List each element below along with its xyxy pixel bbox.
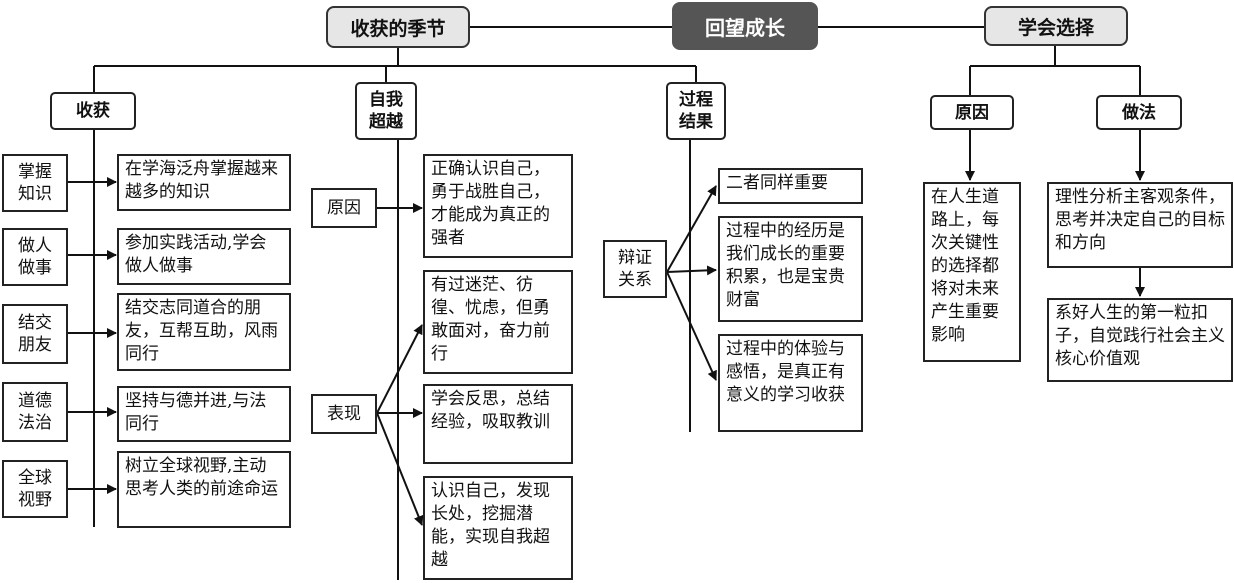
process-title: 过程结果 — [666, 82, 726, 140]
harvest-text-3: 结交志同道合的朋友，互帮互助，风雨同行 — [117, 293, 291, 371]
process-item-1: 二者同样重要 — [718, 168, 863, 204]
harvest-label-4: 道德法治 — [2, 382, 68, 442]
choice-method-2: 系好人生的第一粒扣子，自觉践行社会主义核心价值观 — [1047, 298, 1233, 382]
surpass-show-2: 学会反思，总结经验，吸取教训 — [423, 384, 573, 464]
surpass-reason-text: 正确认识自己，勇于战胜自己，才能成为真正的强者 — [423, 154, 573, 258]
harvest-label-1: 掌握知识 — [2, 154, 68, 212]
process-item-3: 过程中的体验与感悟，是真正有意义的学习收获 — [718, 334, 863, 432]
harvest-label-5: 全球视野 — [2, 460, 68, 518]
process-item-2: 过程中的经历是我们成长的重要积累，也是宝贵财富 — [718, 216, 863, 322]
surpass-show-label: 表现 — [311, 394, 377, 434]
choice-method-title: 做法 — [1096, 95, 1182, 130]
process-relation-label: 辩证关系 — [603, 240, 667, 298]
harvest-text-4: 坚持与德并进,与法同行 — [117, 386, 291, 442]
harvest-text-1: 在学海泛舟掌握越来越多的知识 — [117, 154, 291, 211]
surpass-title: 自我超越 — [355, 82, 417, 140]
header-root: 回望成长 — [672, 2, 818, 50]
harvest-title: 收获 — [50, 92, 136, 130]
harvest-text-5: 树立全球视野,主动思考人类的前途命运 — [117, 451, 291, 528]
choice-reason-text: 在人生道路上，每次关键性的选择都将对未来产生重要影响 — [923, 182, 1021, 362]
choice-method-1: 理性分析主客观条件，思考并决定自己的目标和方向 — [1047, 182, 1233, 268]
harvest-label-3: 结交朋友 — [2, 304, 68, 364]
harvest-label-2: 做人做事 — [2, 228, 68, 286]
surpass-show-3: 认识自己，发现长处，挖掘潜能，实现自我超越 — [423, 476, 573, 580]
surpass-show-1: 有过迷茫、彷徨、忧虑，但勇敢面对，奋力前行 — [423, 270, 573, 374]
harvest-text-2: 参加实践活动,学会做人做事 — [117, 228, 291, 285]
surpass-reason-label: 原因 — [311, 188, 377, 228]
header-learn-choose: 学会选择 — [984, 6, 1128, 46]
choice-reason-title: 原因 — [930, 95, 1014, 130]
header-harvest-season: 收获的季节 — [326, 6, 470, 48]
